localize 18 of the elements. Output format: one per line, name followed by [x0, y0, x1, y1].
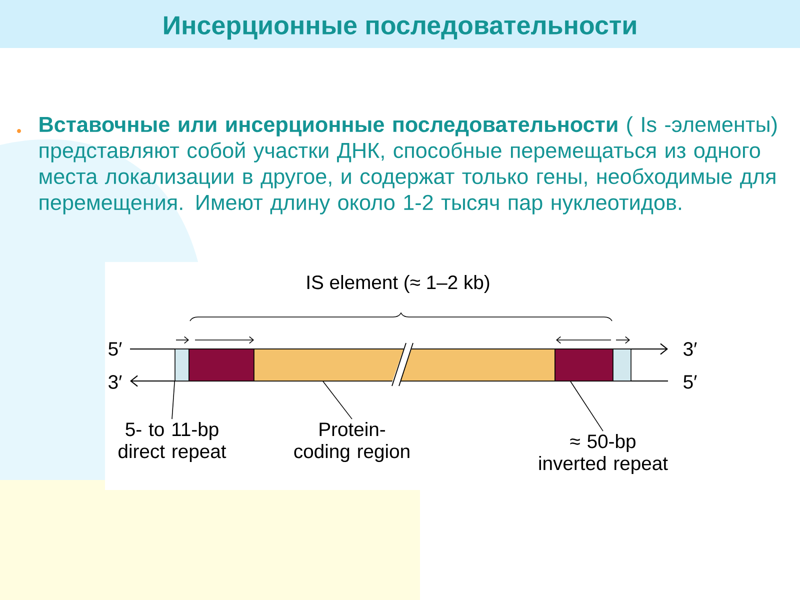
- strand-end-label: 3′: [108, 375, 122, 389]
- repeat-segment: [174, 348, 190, 382]
- strand-end-label: 5′: [108, 342, 122, 356]
- leader-line: [570, 381, 604, 432]
- slide-title: Инсерционные последовательности: [164, 16, 636, 40]
- coding-region-bar: [254, 348, 556, 382]
- paragraph: Вставочные или инсерционные последовательности ( Is -элементы) представляют собой участки ДНК, способные перемещаться из одного места локализации в другое, и содержат только гены, необходимые для перемещения. Имеют длину около 1-2 тысяч пар нуклеотидов.: [40, 116, 777, 214]
- strand-end-label: 3′: [684, 342, 697, 356]
- part-label: Protein-coding region: [294, 422, 410, 462]
- leader-line: [172, 381, 175, 420]
- element-size-label: IS element (≈ 1–2 kb): [307, 275, 490, 294]
- part-label: 5- to 11-bp direct repeat: [118, 422, 226, 462]
- repeat-segment: [554, 348, 614, 382]
- repeat-segment: [188, 348, 254, 382]
- leader-line: [322, 381, 352, 420]
- part-label: ≈ 50-bp inverted repeat: [539, 434, 668, 474]
- strand-end-label: 5′: [684, 375, 697, 389]
- repeat-segment: [612, 348, 632, 382]
